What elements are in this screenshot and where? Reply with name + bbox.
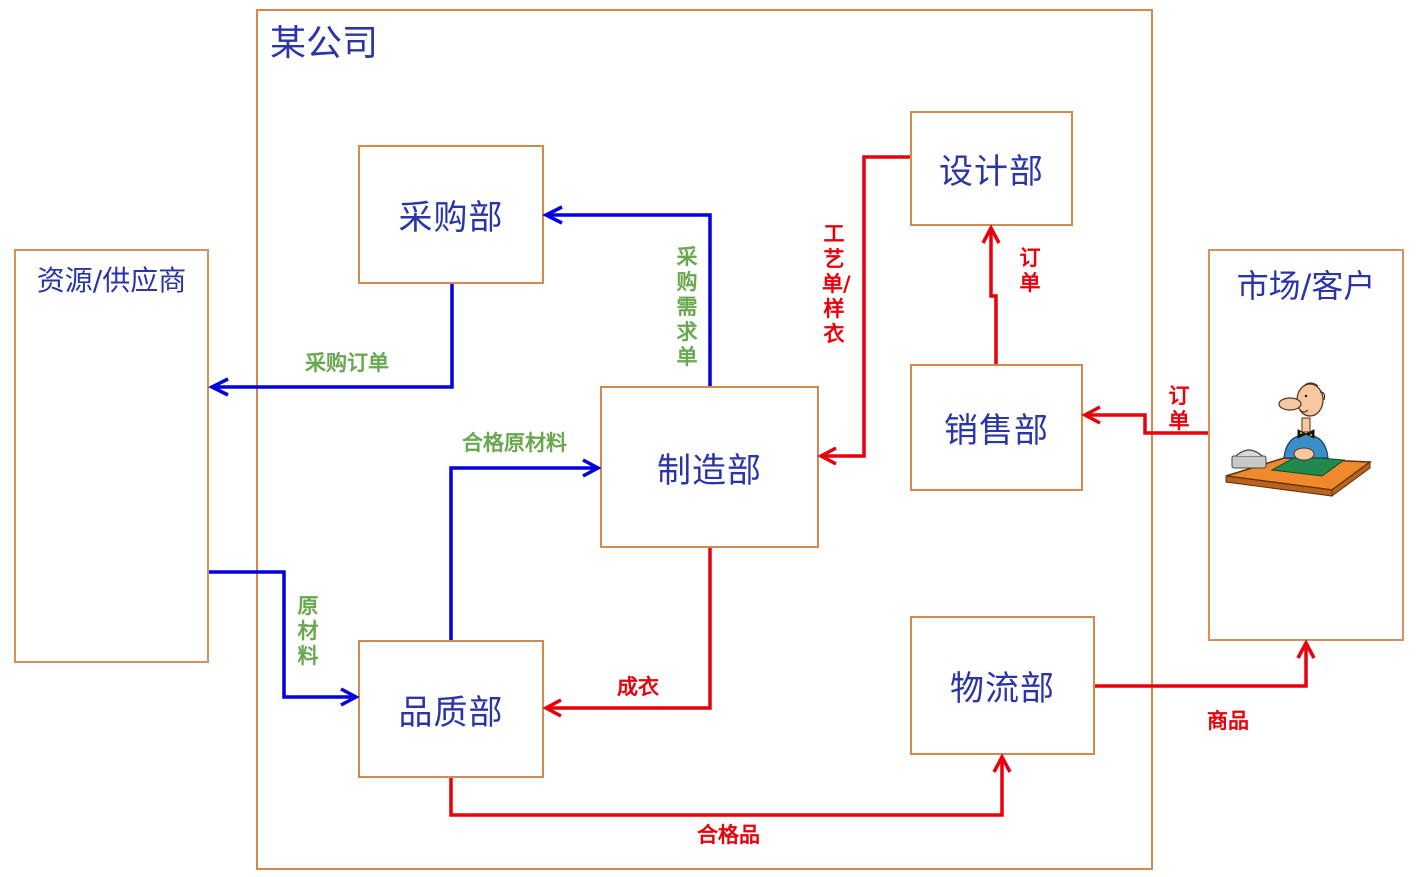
flow-raw-material-line (209, 570, 356, 699)
flow-label-finished-garment: 成衣 (617, 675, 659, 699)
flow-goods-arrowhead (1296, 639, 1316, 659)
flow-label-qualified-raw-material: 合格原材料 (462, 431, 567, 455)
flow-qualified-raw-material-arrowhead (582, 458, 602, 478)
flow-internal-order-line (989, 228, 998, 364)
manufacturing-dept-label: 制造部 (657, 450, 762, 491)
supplier-title: 资源/供应商 (36, 264, 187, 297)
flow-label-internal-order: 订单 (1019, 246, 1041, 295)
quality-dept-box[interactable]: 品质部 (358, 640, 544, 778)
flow-purchase-order-line (212, 284, 454, 389)
manufacturing-dept-box[interactable]: 制造部 (600, 386, 819, 548)
market-title: 市场/客户 (1236, 267, 1376, 305)
logistics-dept-box[interactable]: 物流部 (910, 616, 1095, 755)
design-dept-box[interactable]: 设计部 (910, 111, 1073, 226)
flow-qualified-product-line (449, 757, 1004, 817)
flow-purchase-request-line (546, 213, 712, 386)
flow-purchase-request-arrowhead (542, 205, 563, 225)
flow-goods-line (1095, 643, 1308, 688)
flow-label-purchase-order: 采购订单 (305, 351, 389, 375)
sales-dept-label: 销售部 (944, 411, 1049, 451)
flow-label-purchase-request: 采购需求单 (676, 245, 698, 369)
flow-label-qualified-product: 合格品 (697, 823, 760, 847)
flow-label-customer-order: 订单 (1168, 384, 1190, 433)
flow-label-goods: 商品 (1207, 709, 1249, 733)
supplier-box[interactable]: 资源/供应商 (14, 249, 209, 663)
sales-dept-box[interactable]: 销售部 (910, 364, 1083, 491)
flow-raw-material-arrowhead (340, 687, 360, 707)
purchasing-dept-label: 采购部 (398, 198, 504, 238)
design-dept-label: 设计部 (939, 152, 1044, 192)
flow-customer-order-line (1085, 413, 1208, 435)
flow-qualified-product-arrowhead (992, 753, 1012, 773)
quality-dept-label: 品质部 (398, 692, 504, 733)
flow-label-raw-material: 原材料 (297, 594, 319, 668)
flow-purchase-order-arrowhead (208, 377, 229, 397)
flow-qualified-raw-material-line (449, 466, 598, 640)
customer-at-desk-illustration (1225, 382, 1372, 497)
flow-customer-order-arrowhead (1081, 405, 1101, 425)
purchasing-dept-box[interactable]: 采购部 (358, 145, 544, 284)
flow-internal-order-arrowhead (981, 224, 1001, 244)
company-title: 某公司 (270, 23, 379, 64)
flow-process-sheet-line (821, 155, 910, 458)
flow-process-sheet-arrowhead (817, 446, 837, 466)
flow-finished-garment-arrowhead (542, 698, 562, 718)
flow-label-process-sheet: 工艺单/样衣 (822, 222, 851, 346)
flow-finished-garment-line (546, 548, 712, 710)
logistics-dept-label: 物流部 (950, 669, 1055, 709)
